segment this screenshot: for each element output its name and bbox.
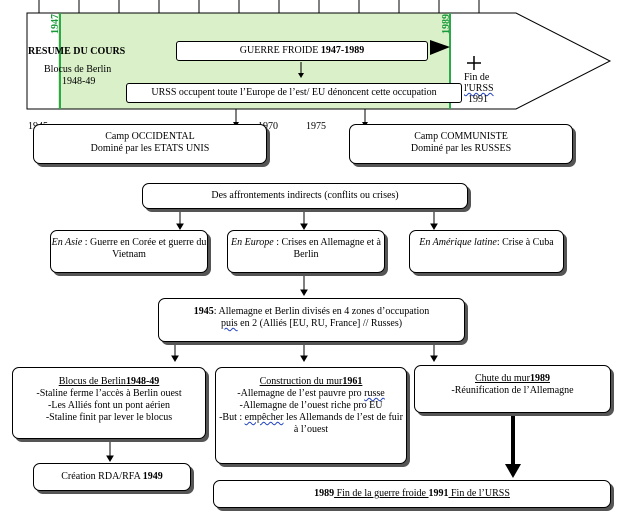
germany-year: 1945 — [193, 306, 214, 317]
mur-line-russe: russe — [364, 388, 385, 399]
berlin-years: 1948-49 — [62, 76, 96, 87]
final-year-2: 1991 — [428, 488, 449, 499]
timeline-arrow-outline — [26, 12, 612, 110]
blocus-year: 1948-49 — [125, 376, 160, 387]
mur-line-empecher: empêcher — [244, 412, 284, 423]
summary-title: RESUME DU COURS — [28, 46, 126, 57]
mur-title: Construction du mur — [259, 376, 343, 387]
chute-box: Chute du mur1989 -Réunification de l’All… — [414, 365, 611, 413]
berlin-label: Blocus de Berlin — [44, 64, 112, 75]
asia-box: En Asie : Guerre en Corée et guerre du V… — [50, 230, 208, 273]
europe-text: : Crises en Allemagne et à Berlin — [273, 237, 381, 260]
blocus-line: -Staline ferme l’accès à Berlin ouest — [36, 388, 182, 399]
germany-text-b: en 2 (Alliés [EU, RU, France] // Russes) — [237, 318, 403, 329]
final-box: 1989 Fin de la guerre froide 1991 Fin de… — [213, 480, 611, 508]
indirect-box: Des affrontements indirects (conflits ou… — [142, 183, 468, 209]
camp-east-title: Camp COMMUNISTE — [414, 131, 508, 142]
mur-line-end: les Allemands de l’est de fuir à l’ouest — [283, 412, 403, 435]
mur-box: Construction du mur1961 -Allemagne de l’… — [215, 367, 407, 464]
rda-box: Création RDA/RFA 1949 — [33, 463, 191, 491]
camp-west-box: Camp OCCIDENTAL Dominé par les ETATS UNI… — [33, 124, 267, 164]
mur-line-eu: EU — [369, 400, 383, 411]
main-banner-label: GUERRE FROIDE — [239, 45, 321, 56]
tick-label: 1975 — [306, 121, 326, 132]
urss-end-year: 1991 — [468, 94, 488, 105]
star-icon — [467, 56, 481, 70]
occupation-banner: URSS occupent toute l’Europe de l’est/ E… — [126, 83, 462, 103]
rda-text: Création RDA/RFA — [61, 471, 143, 482]
germany-puis: puis — [220, 318, 238, 329]
urss-end-prefix: Fin de — [464, 72, 490, 83]
europe-label: En Europe — [231, 237, 274, 248]
camp-west-sub: Dominé par les ETATS UNIS — [90, 143, 210, 154]
asia-label: En Asie — [51, 237, 83, 248]
mur-line: -But : — [219, 412, 245, 423]
timeline-ticks — [38, 0, 480, 13]
blocus-box: Blocus de Berlin1948-49 -Staline ferme l… — [12, 367, 206, 439]
chute-year: 1989 — [530, 373, 550, 384]
final-text-2: Fin de l’URSS — [448, 488, 510, 499]
final-year-1: 1989 — [314, 488, 335, 499]
asia-text: : Guerre en Corée et guerre du Vietnam — [82, 237, 207, 260]
blocus-title: Blocus de Berlin — [58, 376, 126, 387]
germany-box: 1945: Allemagne et Berlin divisés en 4 z… — [158, 298, 465, 342]
mur-line: -Allemagne de l’est pauvre pro — [237, 388, 365, 399]
main-banner-years: 1947-1989 — [320, 45, 365, 56]
tick-label: 1970 — [258, 121, 278, 132]
rda-year: 1949 — [142, 471, 163, 482]
main-banner: GUERRE FROIDE 1947-1989 — [176, 41, 428, 61]
occupation-text-a: URSS occupent toute l’Europe de l’est — [151, 87, 307, 98]
chute-line: -Réunification de l’Allemagne — [451, 385, 574, 396]
urss-end-name: l'URSS — [464, 83, 494, 94]
mur-line: -Allemagne de l’ouest riche pro — [239, 400, 370, 411]
blocus-line: -Les Alliés font un pont aérien — [48, 400, 170, 411]
germany-text-a: : Allemagne et Berlin divisés en 4 zones… — [213, 306, 430, 317]
mur-year: 1961 — [342, 376, 363, 387]
chute-title: Chute du mur — [475, 373, 530, 384]
final-text-1: Fin de la guerre froide — [334, 488, 429, 499]
camp-east-box: Camp COMMUNISTE Dominé par les RUSSES — [349, 124, 573, 164]
latam-label: En Amérique latine — [419, 237, 497, 248]
camp-west-title: Camp OCCIDENTAL — [105, 131, 195, 142]
camp-east-sub: Dominé par les RUSSES — [410, 143, 512, 154]
latam-box: En Amérique latine: Crise à Cuba — [409, 230, 564, 273]
occupation-text-b: / EU dénoncent cette occupation — [306, 87, 437, 98]
blocus-line: -Staline finit par lever le blocus — [45, 412, 173, 423]
urss-end-label: Fin de l'URSS 1991 — [464, 72, 494, 105]
europe-box: En Europe : Crises en Allemagne et à Ber… — [227, 230, 385, 273]
latam-text: : Crise à Cuba — [496, 237, 554, 248]
banner-arrowhead — [430, 40, 450, 55]
